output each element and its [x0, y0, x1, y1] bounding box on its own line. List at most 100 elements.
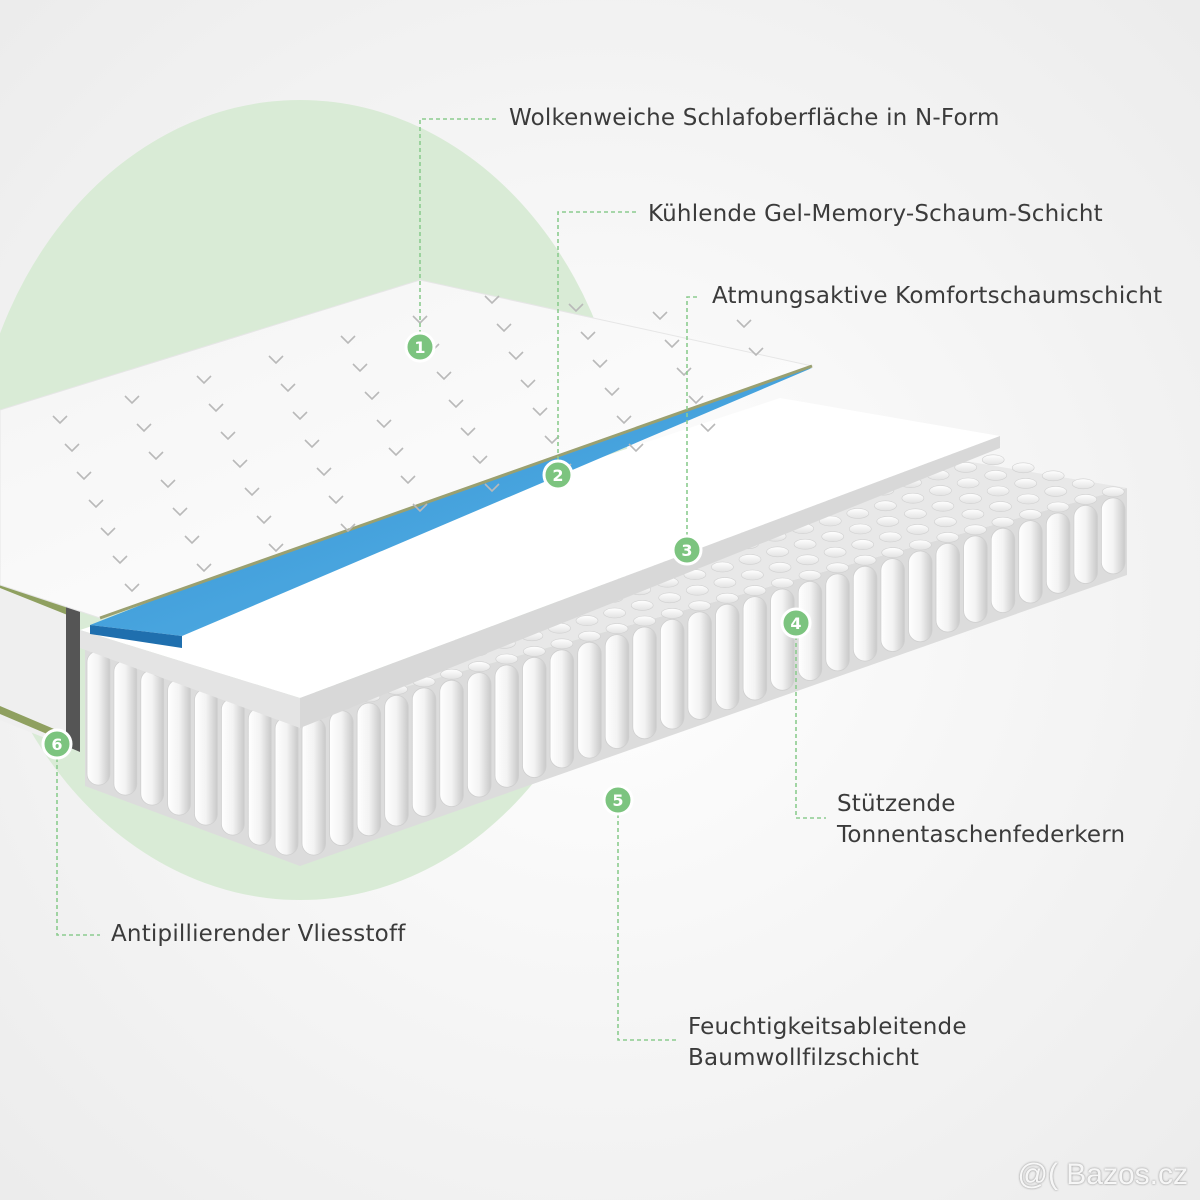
spring-coil-top	[1016, 493, 1040, 505]
callout-label-3: Atmungsaktive Komfortschaumschicht	[712, 281, 1162, 312]
quilting-tuft	[592, 359, 608, 369]
spring-coil-top	[467, 661, 491, 672]
quilting-tuft	[328, 495, 344, 505]
spring-coil-top	[954, 462, 978, 473]
spring-coil	[494, 664, 520, 788]
spring-coil-top	[796, 554, 819, 566]
spring-coil-top	[768, 562, 792, 573]
quilting-tuft	[604, 387, 620, 397]
spring-coil	[549, 649, 575, 769]
quilting-tuft	[508, 351, 524, 361]
spring-coil-top	[908, 539, 932, 551]
spring-coil	[113, 659, 138, 796]
spring-coil	[247, 707, 272, 846]
spring-coil	[194, 688, 218, 826]
quilting-tuft	[460, 427, 476, 437]
quilting-tuft	[736, 319, 752, 329]
spring-coil	[632, 626, 657, 740]
quilting-tuft	[136, 423, 152, 433]
quilting-tuft	[160, 479, 176, 489]
spring-coil-top	[743, 585, 767, 596]
spring-coil	[1045, 512, 1071, 594]
spring-coil-top	[818, 515, 842, 527]
marker-6-number: 6	[51, 735, 62, 754]
spring-coil-top	[715, 592, 739, 604]
marker-4-number: 4	[790, 614, 801, 633]
spring-coil	[220, 697, 245, 836]
gel-foam-side	[90, 625, 182, 648]
quilting-tuft	[340, 335, 356, 345]
marker-5: 5	[602, 784, 634, 816]
quilting-tuft	[208, 403, 224, 413]
spring-coil-top	[878, 531, 902, 543]
quilting-tuft	[124, 395, 140, 405]
callout-5-line-1: Feuchtigkeitsableitende	[688, 1014, 967, 1040]
marker-1: 1	[404, 331, 436, 363]
cover-edge-shadow	[66, 592, 80, 752]
quilting-tuft	[628, 443, 644, 453]
spring-coil	[880, 558, 905, 652]
marker-3: 3	[671, 534, 703, 566]
spring-coil-top	[964, 524, 987, 536]
spring-coil	[411, 687, 437, 817]
quilting-tuft	[568, 303, 584, 313]
spring-coil	[825, 573, 850, 672]
spring-coil-top	[1041, 470, 1065, 482]
spring-coil	[522, 657, 547, 778]
spring-coil-top	[904, 508, 927, 520]
spring-coil-top	[986, 485, 1010, 497]
spring-coil	[167, 678, 191, 816]
spring-coil-top	[846, 508, 870, 519]
spring-coil	[466, 672, 492, 798]
callout-3-line-1: Atmungsaktive Komfortschaumschicht	[712, 283, 1163, 309]
quilting-tuft	[616, 415, 632, 425]
callout-6-line-1: Antipillierender Vliesstoff	[111, 921, 406, 947]
quilting-tuft	[652, 311, 668, 321]
spring-coil-top	[851, 539, 875, 550]
quilting-tuft	[448, 399, 464, 409]
spring-coil-top	[495, 653, 519, 665]
quilting-tuft	[220, 431, 236, 441]
quilting-tuft	[376, 419, 392, 429]
spring-coil-top	[1071, 478, 1095, 490]
marker-2-number: 2	[552, 466, 563, 485]
quilting-tuft	[352, 363, 368, 373]
comfort-foam-front	[300, 436, 1000, 728]
spring-coil-top	[440, 668, 463, 680]
quilting-tuft	[268, 355, 284, 365]
quilting-tuft	[436, 371, 452, 381]
spring-coil-top	[959, 493, 982, 504]
spring-coil-top	[793, 538, 817, 550]
quilting-tuft	[748, 347, 764, 357]
spring-coil-top	[550, 638, 574, 650]
quilting-tuft	[400, 475, 416, 485]
quilting-tuft	[124, 583, 140, 593]
spring-coil-top	[821, 531, 845, 542]
spring-coil-top	[991, 516, 1015, 528]
spring-coil-top	[936, 532, 960, 543]
quilting-tuft	[244, 487, 260, 497]
spring-coil	[687, 611, 712, 720]
quilting-tuft	[100, 527, 116, 537]
quilting-tuft	[688, 395, 704, 405]
watermark: @( Bazos.cz	[1017, 1158, 1189, 1191]
spring-coil-top	[1014, 478, 1037, 489]
quilting-tuft	[484, 483, 500, 493]
spring-coil	[140, 669, 165, 806]
leader-line-4	[795, 636, 826, 819]
spring-coil-top	[738, 554, 762, 565]
spring-coil-top	[578, 630, 601, 642]
marker-3-number: 3	[681, 541, 692, 560]
leader-line-2	[557, 211, 636, 460]
spring-coil-top	[981, 454, 1005, 466]
spring-coil-top	[685, 584, 709, 596]
spring-coil	[577, 641, 602, 759]
spring-coil-top	[989, 501, 1012, 512]
spring-coil-top	[713, 577, 737, 588]
quilting-tuft	[148, 451, 164, 461]
quilting-tuft	[256, 515, 272, 525]
quilting-tuft	[544, 435, 560, 445]
quilting-tufts	[52, 295, 764, 593]
spring-coil	[1018, 520, 1043, 604]
